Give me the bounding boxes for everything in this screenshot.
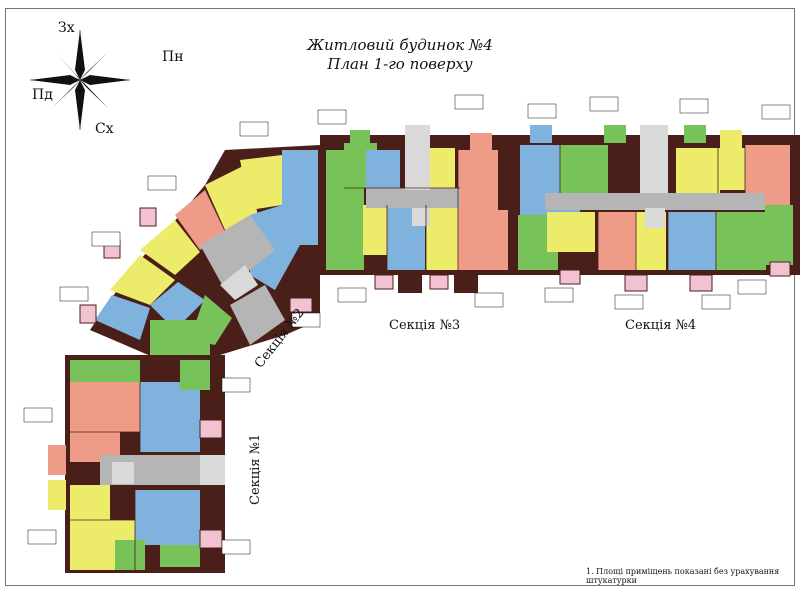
compass-west-label: Зх xyxy=(58,20,75,36)
section-1 xyxy=(48,355,225,573)
drawing-title: Житловий будинок №4 xyxy=(307,36,493,54)
section-2 xyxy=(79,145,320,360)
compass-east-label: Сх xyxy=(95,121,114,137)
section-3-label: Секція №3 xyxy=(389,318,461,333)
section-4-label: Секція №4 xyxy=(625,318,697,333)
apartment-tags xyxy=(23,94,791,555)
section-1-label: Секція №1 xyxy=(248,433,263,505)
compass-north-label: Пн xyxy=(162,49,184,65)
drawing-subtitle: План 1-го поверху xyxy=(327,55,473,73)
drawing-frame xyxy=(5,8,795,586)
compass-rose-icon xyxy=(30,30,130,130)
sections-3-4 xyxy=(320,125,800,293)
footnote: 1. Площі приміщень показані без урахуван… xyxy=(586,567,780,585)
compass-south-label: Пд xyxy=(32,87,53,103)
